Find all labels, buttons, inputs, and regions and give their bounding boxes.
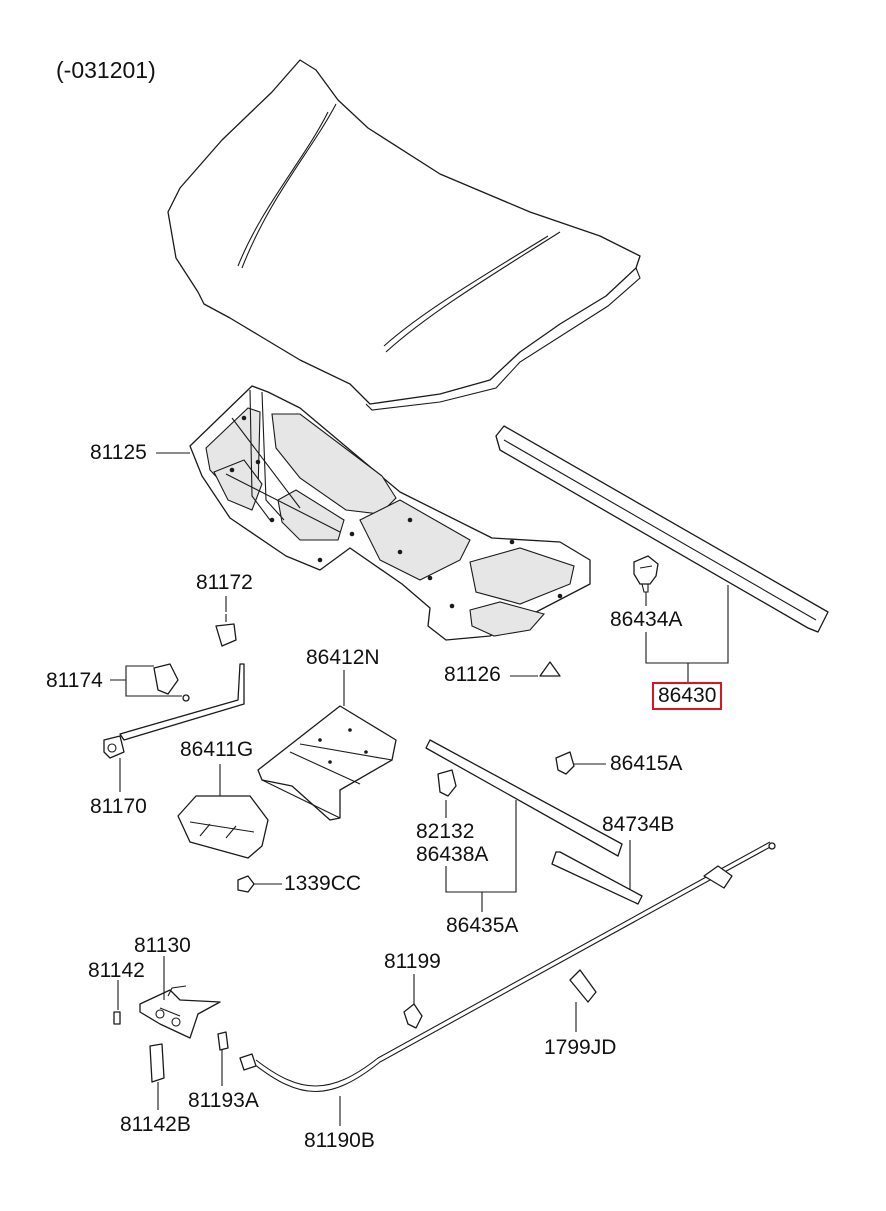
part-label-81170[interactable]: 81170: [90, 795, 147, 818]
part-label-81199[interactable]: 81199: [384, 950, 441, 973]
seal-strip-86435a[interactable]: [425, 739, 643, 905]
part-label-81172[interactable]: 81172: [196, 571, 253, 594]
hood-stay-rod[interactable]: [103, 663, 245, 759]
hood-stay-clip-81174[interactable]: [153, 663, 190, 702]
part-label-81126[interactable]: 81126: [444, 663, 501, 686]
part-label-81142[interactable]: 81142: [88, 959, 145, 982]
part-label-84734b[interactable]: 84734B: [602, 813, 675, 836]
plug-86415a[interactable]: [555, 751, 575, 775]
part-label-81130[interactable]: 81130: [134, 934, 191, 957]
hood-panel[interactable]: [167, 59, 641, 411]
part-label-1799jd[interactable]: 1799JD: [544, 1036, 617, 1059]
clip-82132[interactable]: [437, 769, 457, 797]
bolt-81142[interactable]: [113, 1011, 121, 1025]
part-label-86415a[interactable]: 86415A: [610, 752, 683, 775]
part-label-86411g[interactable]: 86411G: [180, 738, 254, 761]
hood-stay-grommet-81172[interactable]: [215, 614, 237, 647]
part-label-81193a[interactable]: 81193A: [188, 1089, 259, 1112]
clip-81199[interactable]: [403, 1003, 423, 1029]
hood-bumper-81126[interactable]: [539, 661, 561, 677]
air-duct-86412n[interactable]: [257, 705, 397, 821]
hood-inner-panel[interactable]: [189, 385, 591, 641]
part-label-86434a[interactable]: 86434A: [610, 608, 683, 631]
clip-81193a[interactable]: [217, 1031, 229, 1051]
leader-86430: [645, 585, 729, 684]
part-label-82132[interactable]: 82132: [416, 820, 475, 843]
part-label-81142b[interactable]: 81142B: [120, 1113, 191, 1136]
part-label-81125[interactable]: 81125: [90, 441, 147, 464]
part-label-86438a[interactable]: 86438A: [416, 843, 489, 866]
cover-86411g[interactable]: [177, 795, 269, 859]
nut-1339cc[interactable]: [237, 875, 255, 893]
part-label-81174[interactable]: 81174: [46, 669, 103, 692]
part-label-81190b[interactable]: 81190B: [304, 1129, 375, 1152]
part-label-86430-highlighted[interactable]: 86430: [652, 682, 723, 710]
part-label-1339cc[interactable]: 1339CC: [284, 872, 362, 895]
hood-release-cable[interactable]: [239, 841, 776, 1092]
clip-86434a[interactable]: [633, 555, 659, 593]
hood-latch-assembly[interactable]: [139, 985, 221, 1039]
part-label-86435a[interactable]: 86435A: [446, 914, 519, 937]
leader-86435a: [445, 800, 517, 912]
range-note: (-031201): [56, 57, 156, 83]
leader-81174: [110, 665, 182, 697]
part-label-86412n[interactable]: 86412N: [306, 646, 380, 669]
hood-weatherstrip[interactable]: [495, 425, 829, 633]
cable-clamp-1799jd[interactable]: [569, 969, 597, 1003]
bracket-81142b[interactable]: [149, 1043, 165, 1083]
